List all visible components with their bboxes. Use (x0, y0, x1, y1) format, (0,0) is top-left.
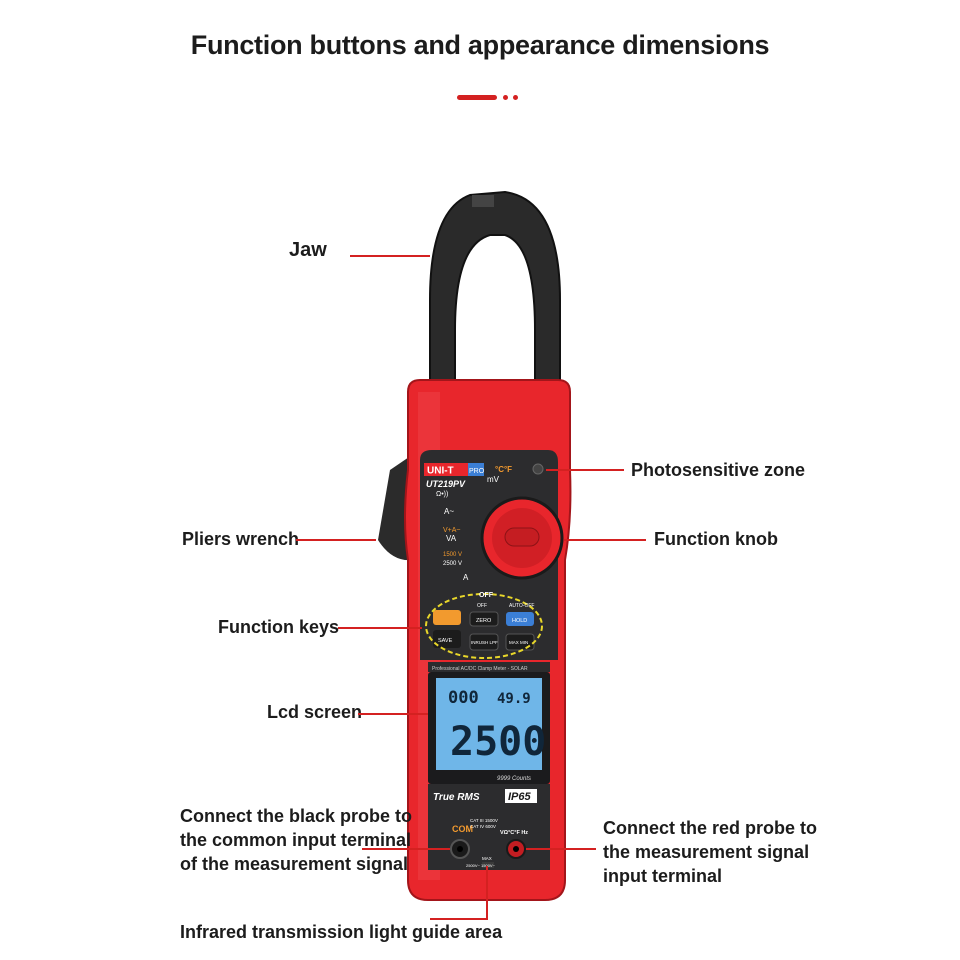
dial-ohm: Ω•)) (436, 491, 448, 498)
dial-mv: mV (487, 475, 500, 484)
ip-text: IP65 (508, 791, 532, 803)
key-auto-label: AUTO-OFF (509, 603, 534, 609)
pliers-wrench (378, 455, 412, 561)
callout-black-probe: Connect the black probe to the common in… (180, 804, 412, 876)
accent-dot (513, 95, 518, 100)
callout-infrared: Infrared transmission light guide area (180, 922, 503, 942)
key-inrush (469, 633, 499, 651)
black-probe-line-2: the common input terminal (180, 830, 412, 850)
callout-lcd: Lcd screen (267, 702, 363, 722)
dial-1500v: 1500 V (443, 552, 462, 558)
lcd-screen (436, 678, 542, 770)
key-hold (506, 612, 534, 626)
leader-keys (338, 627, 422, 629)
callout-red-probe: Connect the red probe to the measurement… (603, 816, 817, 888)
callout-knob: Function knob (654, 529, 778, 549)
black-probe-line-1: Connect the black probe to (180, 806, 413, 826)
key-save-backing (433, 630, 461, 648)
key-hold-text: HOLD (512, 618, 527, 624)
red-probe-line-3: input terminal (603, 866, 723, 886)
terminal-panel (428, 814, 550, 870)
jaw (429, 190, 561, 393)
dial-2500v: 2500 V (443, 561, 462, 567)
lcd-top-left: 000 (448, 688, 479, 708)
key-off-label: OFF (477, 603, 487, 609)
brand-text: UNI-T (427, 466, 454, 477)
callout-keys: Function keys (218, 617, 340, 637)
key-save-text: SAVE (438, 638, 453, 644)
leader-lcd (358, 713, 428, 715)
jaw-inner-rib (472, 195, 494, 207)
callout-jaw: Jaw (289, 239, 327, 261)
keys-highlight (425, 593, 543, 659)
model-strip (428, 662, 550, 672)
photosensitive-sensor (532, 463, 544, 475)
dial-va: VA (446, 534, 457, 543)
lcd-main: 2500 (450, 719, 546, 765)
right-terminal-text: VΩ°C°F Hz (500, 830, 528, 836)
dial-off: OFF (479, 592, 494, 599)
leader-red-probe (526, 848, 596, 850)
callout-photosensitive: Photosensitive zone (631, 460, 806, 480)
max-vals-text: 2500V~ 1500V~ (466, 863, 496, 868)
brand-logo (424, 463, 468, 476)
key-maxmin-text: MAX MIN (509, 640, 528, 645)
red-probe-line-2: the measurement signal (603, 842, 810, 862)
page-title: Function buttons and appearance dimensio… (190, 30, 770, 60)
accent-bar (457, 95, 497, 100)
leader-pliers (296, 539, 376, 541)
accent-dot (503, 95, 508, 100)
model-text: UT219PV (426, 479, 466, 489)
cat-line-1: CAT III 1500V (470, 818, 498, 823)
brand-tag-text: PRO (469, 468, 485, 475)
callout-pliers: Pliers wrench (182, 529, 300, 549)
dial-a-dc: A (463, 573, 469, 582)
key-func (433, 610, 461, 625)
black-probe-line-3: of the measurement signal (180, 854, 409, 874)
key-zero-text: ZERO (476, 618, 492, 624)
leader-black-probe (362, 848, 450, 850)
key-zero (469, 611, 499, 627)
red-probe-line-1: Connect the red probe to (603, 818, 818, 838)
infrared-window (482, 862, 494, 868)
ip-badge (505, 789, 537, 803)
com-text: COM (452, 824, 473, 834)
cat-line-2: CAT IV 600V (470, 824, 496, 829)
lcd-counts: 9999 Counts (497, 776, 531, 782)
key-inrush-text: INRUSH LPF (471, 640, 498, 645)
knob-grip (504, 527, 540, 547)
lcd-top-right: 49.9 (497, 691, 531, 707)
dial-va-ac: V+A~ (443, 527, 461, 534)
input-terminal-hole (513, 846, 519, 852)
true-rms-text: True RMS (433, 792, 480, 803)
dial-temp: °C°F (495, 465, 512, 474)
com-terminal-hole (457, 846, 463, 852)
leader-jaw (350, 255, 430, 257)
dial-a-ac: A~ (444, 507, 454, 516)
leader-photosensitive (546, 469, 624, 471)
leader-infrared-vertical (486, 866, 488, 920)
max-text: MAX (482, 856, 492, 861)
brand-tag-box (468, 463, 484, 476)
strip-text: Professional AC/DC Clamp Meter - SOLAR (432, 666, 528, 672)
leader-knob (564, 539, 646, 541)
leader-infrared-horizontal (430, 918, 488, 920)
